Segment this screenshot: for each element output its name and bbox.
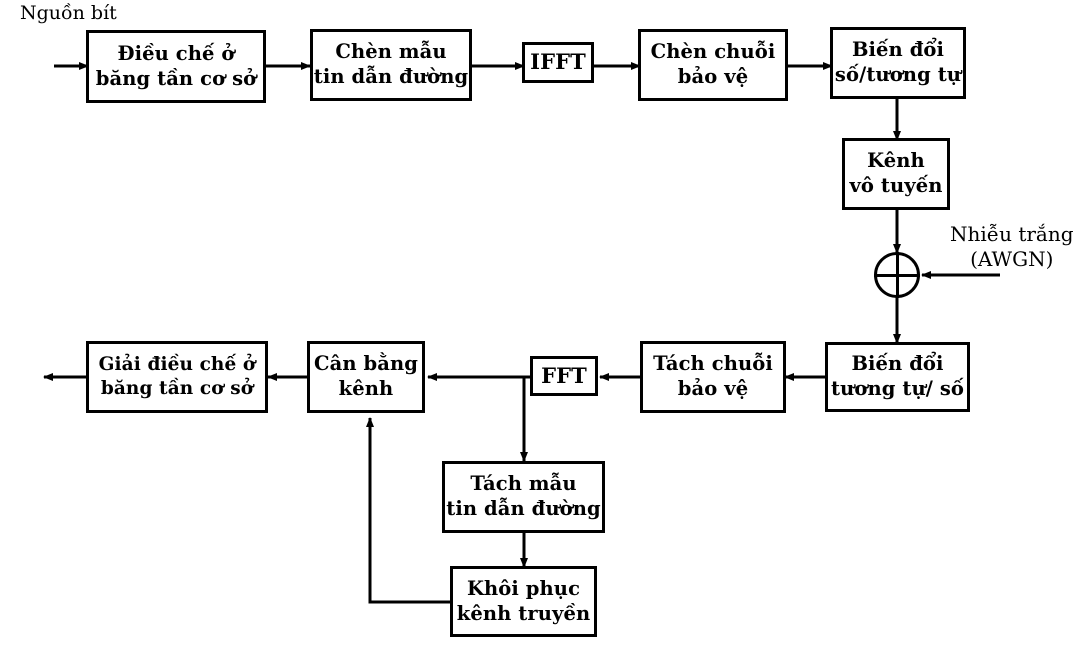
summation-node (874, 252, 920, 298)
block-baseband-mod[interactable]: Điều chế ở băng tần cơ sở (86, 30, 266, 103)
block-guard-insert[interactable]: Chèn chuỗi bảo vệ (638, 29, 788, 101)
block-channel-equalize[interactable]: Cân bằng kênh (307, 341, 425, 413)
block-guard-insert-line-2: bảo vệ (677, 65, 749, 88)
noise-label-line-1: Nhiễu trắng (950, 222, 1074, 246)
block-ifft[interactable]: IFFT (522, 42, 594, 83)
bit-source-label: Nguồn bít (20, 2, 117, 26)
block-baseband-mod-line-1: Điều chế ở (117, 41, 235, 65)
block-channel-estimate-line-2: kênh truyền (456, 601, 591, 625)
block-pilot-insert[interactable]: Chèn mẫu tin dẫn đường (310, 29, 472, 101)
block-channel-equalize-line-1: Cân bằng (313, 352, 418, 376)
block-baseband-demod-line-2: băng tần cơ sở (100, 378, 254, 399)
block-adc[interactable]: Biến đổi tương tự/ số (825, 342, 970, 412)
block-baseband-demod[interactable]: Giải điều chế ở băng tần cơ sở (86, 341, 268, 413)
block-guard-remove-line-1: Tách chuỗi (653, 352, 773, 376)
block-fft-label: FFT (541, 362, 587, 388)
wire-estimate-to-equalizer (366, 417, 450, 604)
block-pilot-extract[interactable]: Tách mẫu tin dẫn đường (442, 461, 605, 533)
block-dac-line-2: số/tương tự (834, 63, 962, 86)
block-fft[interactable]: FFT (530, 356, 598, 396)
noise-label-line-2: (AWGN) (970, 247, 1054, 271)
block-radio-channel-line-1: Kênh (867, 149, 925, 173)
block-baseband-demod-line-1: Giải điều chế ở (98, 354, 256, 376)
block-ifft-label: IFFT (530, 49, 586, 75)
block-radio-channel[interactable]: Kênh vô tuyến (842, 138, 950, 210)
block-baseband-mod-line-2: băng tần cơ sở (95, 66, 257, 90)
block-dac[interactable]: Biến đổi số/tương tự (830, 27, 966, 99)
block-channel-estimate[interactable]: Khôi phục kênh truyền (450, 566, 597, 637)
block-guard-insert-line-1: Chèn chuỗi (650, 40, 776, 64)
block-pilot-extract-line-1: Tách mẫu (470, 472, 577, 496)
bit-source-text: Nguồn bít (20, 2, 117, 24)
block-pilot-insert-line-1: Chèn mẫu (335, 40, 447, 64)
block-dac-line-1: Biến đổi (851, 38, 945, 62)
block-adc-line-2: tương tự/ số (830, 377, 965, 400)
block-guard-remove-line-2: bảo vệ (677, 377, 749, 400)
block-radio-channel-line-2: vô tuyến (849, 174, 943, 197)
noise-label: Nhiễu trắng (AWGN) (950, 222, 1074, 272)
block-pilot-insert-line-2: tin dẫn đường (313, 65, 469, 88)
block-channel-estimate-line-1: Khôi phục (466, 576, 581, 600)
block-channel-equalize-line-2: kênh (338, 377, 394, 400)
block-guard-remove[interactable]: Tách chuỗi bảo vệ (640, 341, 786, 413)
block-pilot-extract-line-2: tin dẫn đường (446, 497, 601, 520)
block-adc-line-1: Biến đổi (851, 352, 944, 376)
